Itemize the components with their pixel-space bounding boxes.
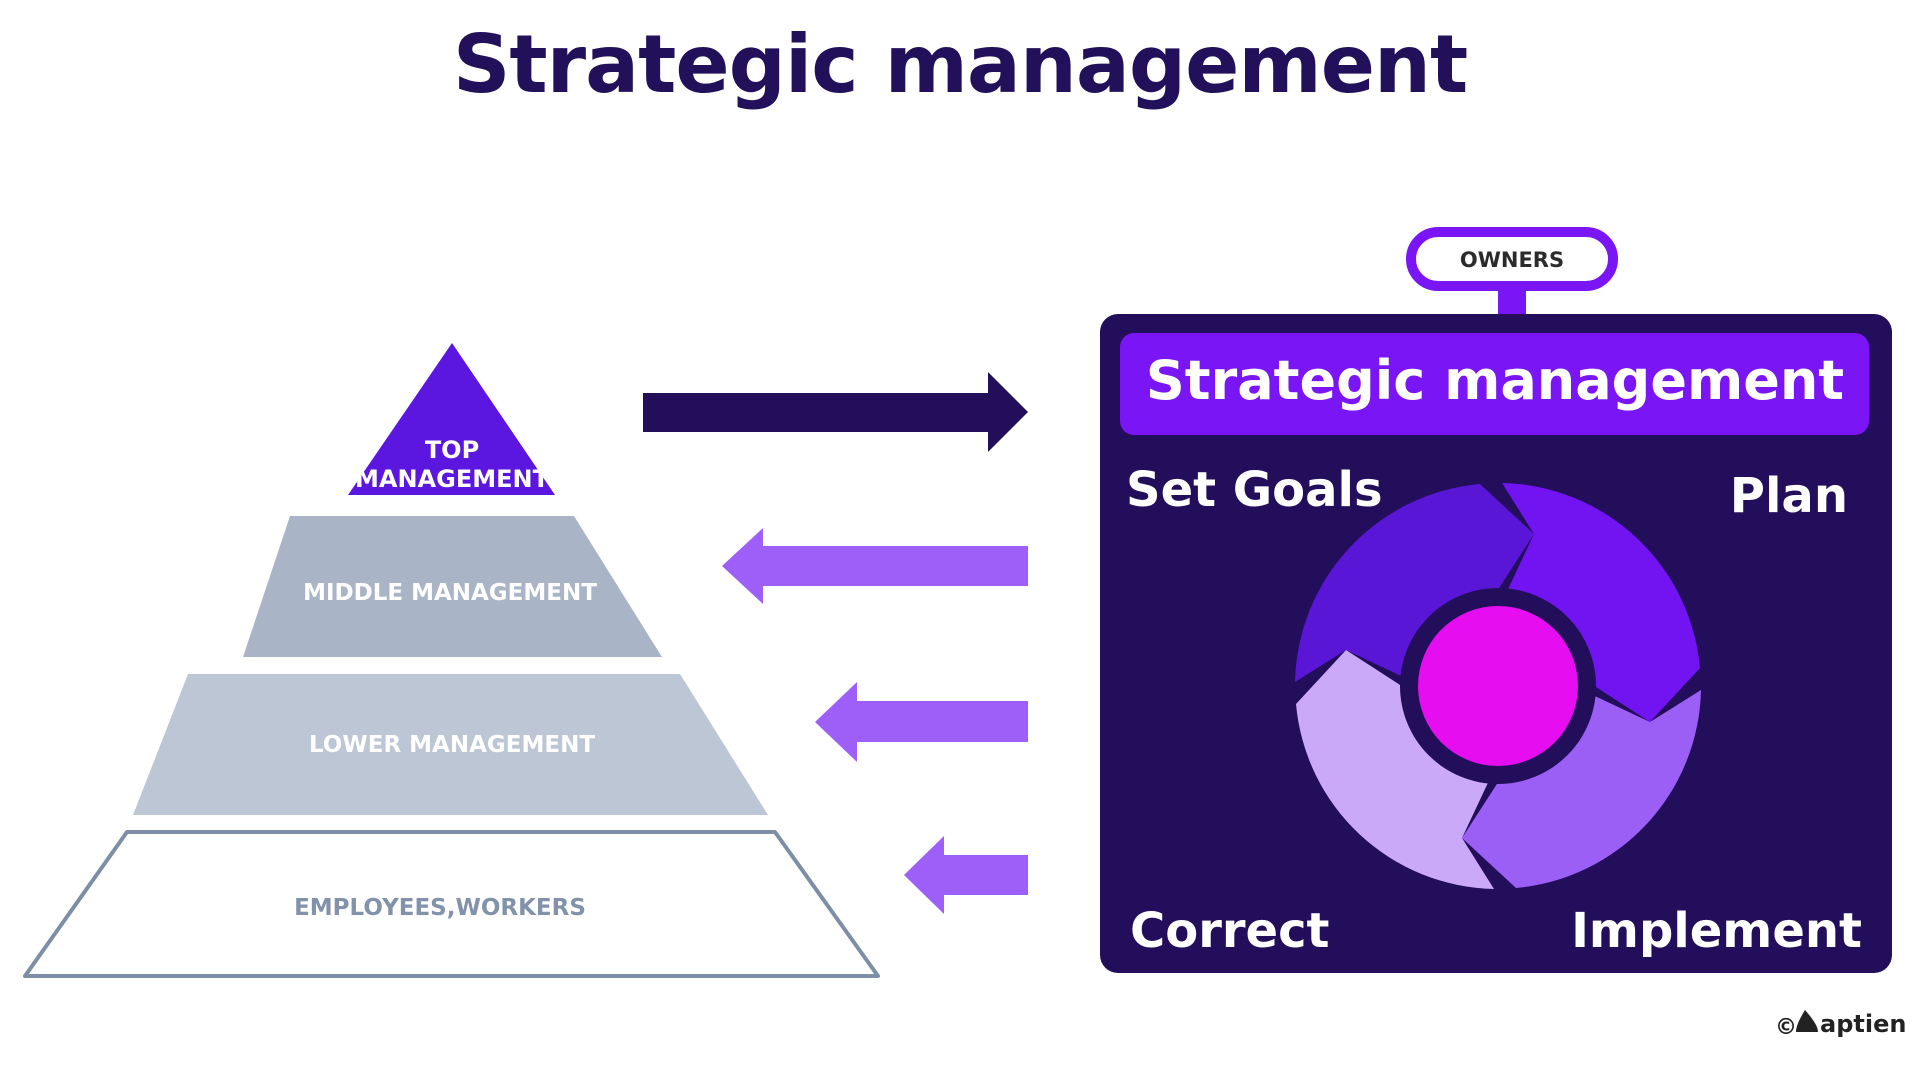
copyright-symbol: © xyxy=(1775,1015,1797,1040)
flow-arrows xyxy=(643,372,1028,914)
step-label-correct: Correct xyxy=(1130,903,1330,959)
owners-badge: OWNERS xyxy=(1406,227,1618,320)
arrow-left-to-lower xyxy=(815,682,1028,762)
pyramid-middle-label: MIDDLE MANAGEMENT xyxy=(303,580,597,606)
pyramid-lower-tier xyxy=(133,674,768,815)
pyramid-top-label-line1: TOP xyxy=(425,436,479,464)
strategy-panel: Strategic management Set Goals Plan Corr… xyxy=(1100,314,1892,973)
step-label-implement: Implement xyxy=(1571,903,1862,959)
pyramid-top-label-line2: MANAGEMENT xyxy=(355,465,550,493)
cycle-center-hub xyxy=(1418,606,1578,766)
owners-pill xyxy=(1406,227,1618,291)
pyramid-middle-tier xyxy=(243,516,662,657)
cycle-wheel xyxy=(1295,483,1701,889)
pyramid-base-tier xyxy=(23,830,880,978)
cycle-segment-implement xyxy=(1462,690,1701,888)
pyramid-base-label: EMPLOYEES,WORKERS xyxy=(294,895,586,921)
hierarchy-pyramid: TOP MANAGEMENT MIDDLE MANAGEMENT LOWER M… xyxy=(23,343,880,978)
panel-title: Strategic management xyxy=(1146,349,1844,412)
step-label-plan: Plan xyxy=(1730,468,1848,524)
step-label-set-goals: Set Goals xyxy=(1126,462,1383,518)
arrow-left-to-base xyxy=(904,836,1028,914)
drop-logo-icon xyxy=(1796,1010,1818,1032)
arrow-left-to-middle xyxy=(722,528,1028,604)
panel-header-bar xyxy=(1120,333,1869,435)
pyramid-lower-label: LOWER MANAGEMENT xyxy=(309,732,595,758)
brand-name: aptien xyxy=(1820,1010,1906,1038)
cycle-segment-set-goals xyxy=(1295,484,1534,682)
owners-label: OWNERS xyxy=(1460,248,1564,272)
arrow-right-to-strategy xyxy=(643,372,1028,452)
cycle-segment-plan xyxy=(1502,483,1700,722)
pyramid-top-tier xyxy=(348,343,555,495)
brand-logo: © aptien xyxy=(1775,1010,1906,1040)
page-title: Strategic management xyxy=(452,18,1468,111)
cycle-segment-correct xyxy=(1296,650,1494,889)
